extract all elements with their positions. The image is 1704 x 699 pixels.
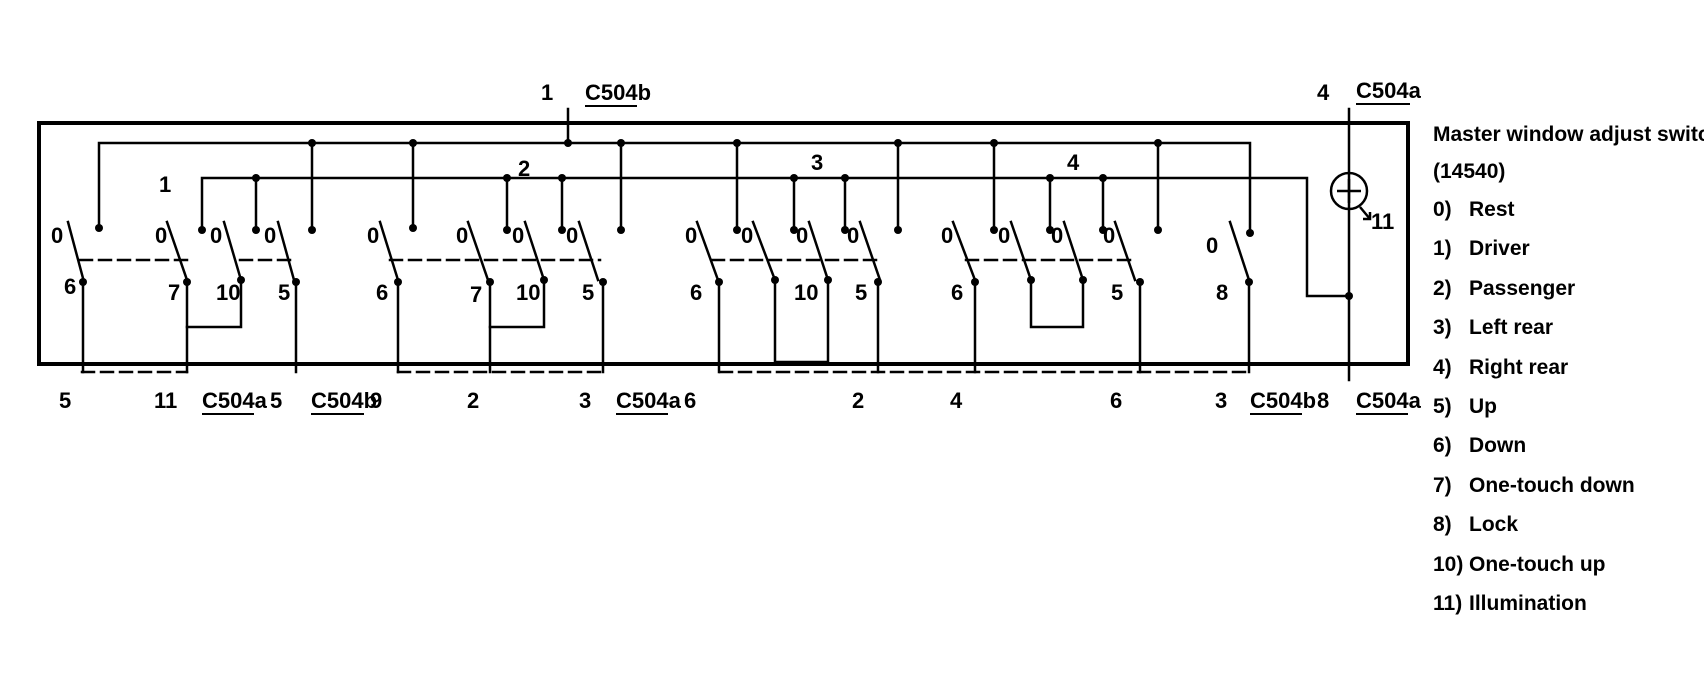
connector-label-c504b-top: C504b xyxy=(585,80,651,105)
pin-label-bottom: 4 xyxy=(950,388,963,413)
pin-label-bottom: 6 xyxy=(1110,388,1122,413)
connector-label-bottom: C504a xyxy=(616,388,682,413)
pin-label-bottom: 3 xyxy=(1215,388,1227,413)
legend-item: 11)Illumination xyxy=(1433,592,1587,616)
switch-position-label: 6 xyxy=(951,280,963,305)
bus-line-1 xyxy=(97,141,1252,235)
switch-rest-label: 0 xyxy=(998,223,1010,248)
switch-position-label: 6 xyxy=(690,280,702,305)
switch-position-label: 10 xyxy=(216,280,240,305)
lamp-icon xyxy=(1329,171,1372,221)
pin-label-bottom: 3 xyxy=(579,388,591,413)
connector-label-bottom: C504a xyxy=(1356,388,1422,413)
legend-item: 2)Passenger xyxy=(1433,276,1576,300)
pin-label-bottom: 2 xyxy=(467,388,479,413)
switch-rest-label: 0 xyxy=(1051,223,1063,248)
switch-position-label: 5 xyxy=(278,280,290,305)
switch-rest-label: 0 xyxy=(512,223,524,248)
switch-rest-label: 0 xyxy=(456,223,468,248)
legend-item: 10)One-touch up xyxy=(1433,552,1606,576)
switch-housing xyxy=(37,121,1410,366)
switch-position-label: 6 xyxy=(376,280,388,305)
legend-item: 3)Left rear xyxy=(1433,316,1554,340)
pin-label-bottom: 8 xyxy=(1317,388,1329,413)
switch-position-label: 10 xyxy=(516,280,540,305)
pin-label-bottom: 11 xyxy=(154,388,177,413)
legend-item: 4)Right rear xyxy=(1433,355,1569,379)
switch-position-label: 10 xyxy=(794,280,818,305)
legend-item: 8)Lock xyxy=(1433,513,1519,537)
connector-label-bottom: C504a xyxy=(202,388,268,413)
switch-position-label: 5 xyxy=(582,280,594,305)
legend-part-number: (14540) xyxy=(1433,160,1506,183)
switch-rest-label: 0 xyxy=(367,223,379,248)
pin-label-bottom: 6 xyxy=(684,388,696,413)
switch-rest-label: 0 xyxy=(1103,223,1115,248)
bus-label-2: 2 xyxy=(518,156,530,181)
switch-rest-label: 0 xyxy=(566,223,578,248)
pin-label-top-1: 1 xyxy=(541,80,553,105)
pin-label-bottom: 2 xyxy=(852,388,864,413)
switch-rest-label: 0 xyxy=(741,223,753,248)
bus-line-2 xyxy=(200,176,1352,298)
switch-rest-label: 0 xyxy=(685,223,697,248)
switch-position-label: 5 xyxy=(1111,280,1123,305)
switch-rest-label: 0 xyxy=(941,223,953,248)
legend-title: Master window adjust switch xyxy=(1433,123,1704,146)
switch-rest-label: 0 xyxy=(155,223,167,248)
bus-label-3: 3 xyxy=(811,150,823,175)
switch-position-label: 7 xyxy=(470,282,482,307)
connector-label-c504a-top: C504a xyxy=(1356,78,1422,103)
pin-label-bottom: 9 xyxy=(370,388,382,413)
legend-item: 1)Driver xyxy=(1433,237,1530,261)
switch-rest-label: 0 xyxy=(51,223,63,248)
switch-rest-label: 0 xyxy=(1206,233,1218,258)
connector-label-bottom: C504b xyxy=(311,388,377,413)
switch-position-label: 5 xyxy=(855,280,867,305)
legend-item: 6)Down xyxy=(1433,434,1527,458)
switch-position-label: 7 xyxy=(168,280,180,305)
legend-item: 7)One-touch down xyxy=(1433,473,1635,497)
bus-label-4: 4 xyxy=(1067,150,1080,175)
legend-item: 0)Rest xyxy=(1433,198,1515,221)
connector-label-bottom: C504b xyxy=(1250,388,1316,413)
pin-label-bottom: 5 xyxy=(59,388,71,413)
legend-item: 5)Up xyxy=(1433,395,1497,419)
switch-position-label: 8 xyxy=(1216,280,1228,305)
pin-label-bottom: 5 xyxy=(270,388,282,413)
switch-position-label: 6 xyxy=(64,274,76,299)
lamp-label: 11 xyxy=(1371,209,1394,234)
switch-rest-label: 0 xyxy=(264,223,276,248)
legend: Master window adjust switch (14540) 0)Re… xyxy=(1433,116,1704,623)
pin-label-top-4: 4 xyxy=(1317,80,1330,105)
switch-rest-label: 0 xyxy=(796,223,808,248)
switch-rest-label: 0 xyxy=(847,223,859,248)
switch-rest-label: 0 xyxy=(210,223,222,248)
bus-label-1: 1 xyxy=(159,172,171,197)
